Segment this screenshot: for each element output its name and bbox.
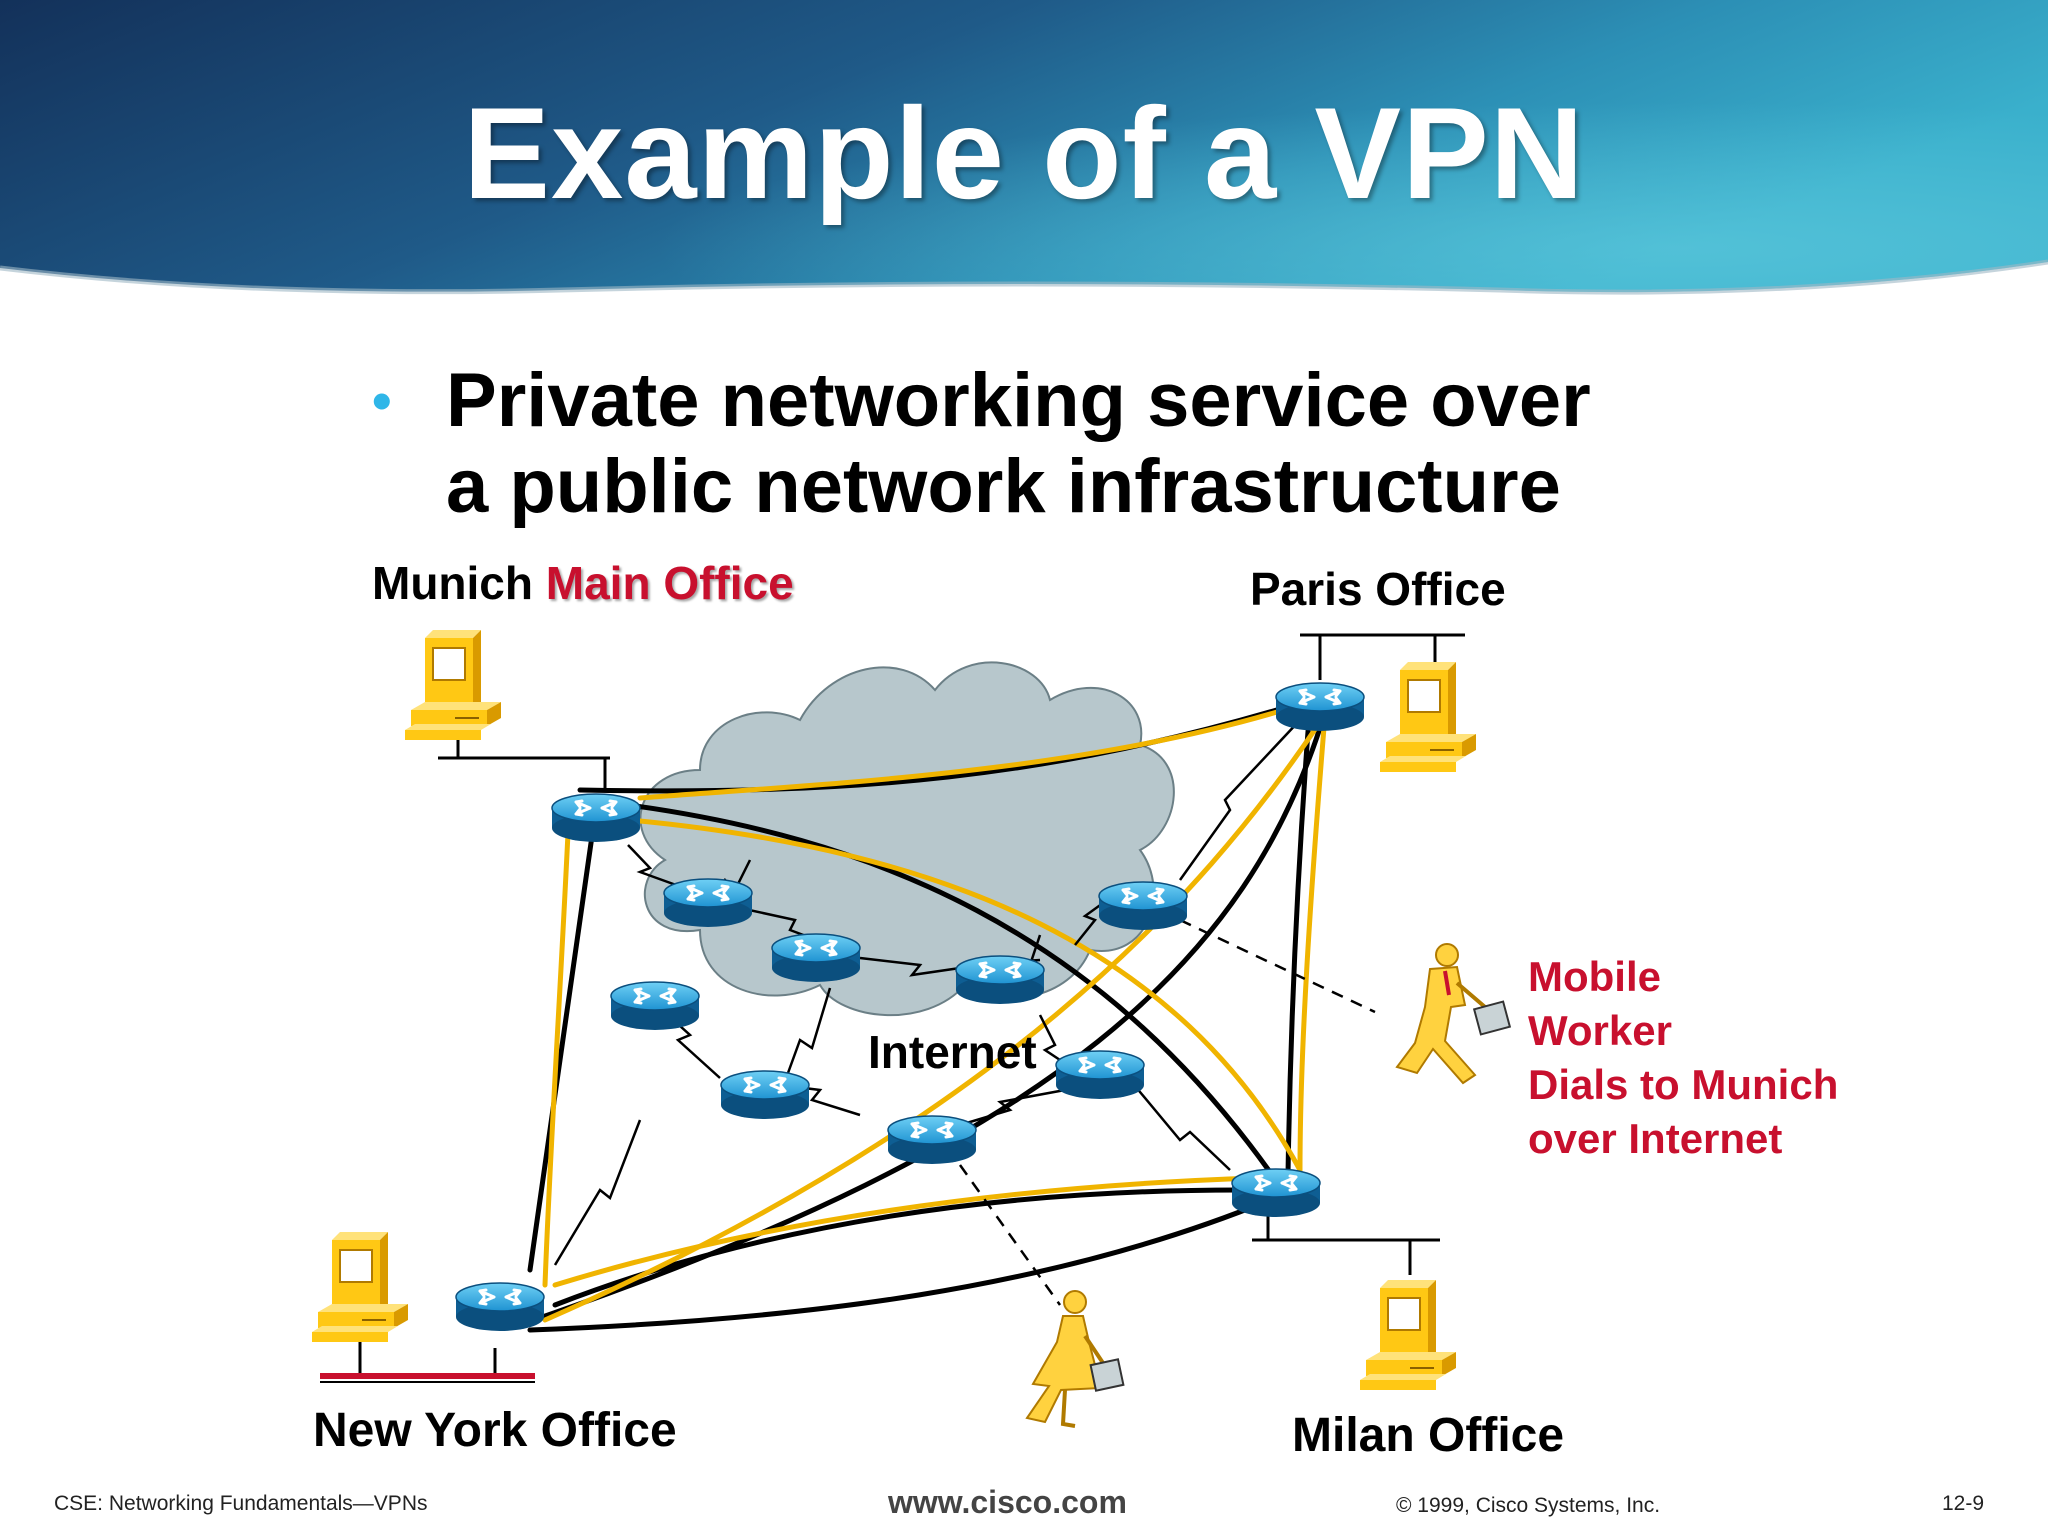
router-internet-2 bbox=[609, 980, 701, 1032]
label-paris: Paris Office bbox=[1250, 563, 1506, 615]
router-internet-7 bbox=[719, 1069, 811, 1121]
router-munich bbox=[550, 792, 642, 844]
footer-center: www.cisco.com bbox=[888, 1484, 1127, 1520]
label-munich-main-office: Main Office bbox=[545, 557, 794, 609]
internet-cloud bbox=[639, 661, 1175, 1016]
router-new-york bbox=[454, 1281, 546, 1333]
mobile-worker-line-1: Mobile bbox=[1528, 953, 1661, 1000]
router-internet-3 bbox=[770, 932, 862, 984]
footer-copyright: © 1999, Cisco Systems, Inc. bbox=[1396, 1494, 1661, 1517]
bullet-dot-icon: • bbox=[372, 369, 392, 432]
label-munich: Munich Main Office bbox=[372, 556, 794, 610]
pc-new-york bbox=[311, 1231, 409, 1343]
router-internet-6 bbox=[1054, 1049, 1146, 1101]
router-internet-5 bbox=[1097, 880, 1189, 932]
mobile-worker-man-icon bbox=[1395, 943, 1512, 1085]
mobile-worker-line-4: over Internet bbox=[1528, 1115, 1783, 1162]
pc-milan bbox=[1359, 1279, 1457, 1391]
label-milan: Milan Office bbox=[1292, 1409, 1565, 1462]
pc-paris bbox=[1379, 661, 1477, 773]
router-internet-8 bbox=[886, 1114, 978, 1166]
bullet-line-1: Private networking service over bbox=[446, 358, 1591, 443]
mobile-worker-line-2: Worker bbox=[1528, 1007, 1672, 1054]
mobile-worker-line-3: Dials to Munich bbox=[1528, 1061, 1839, 1108]
label-munich-prefix: Munich bbox=[372, 557, 546, 609]
footer-page-number: 12-9 bbox=[1942, 1492, 1985, 1515]
footer-left: CSE: Networking Fundamentals—VPNs bbox=[54, 1492, 428, 1515]
router-internet-4 bbox=[954, 954, 1046, 1006]
mobile-worker-woman-icon bbox=[1025, 1290, 1125, 1428]
router-internet-1 bbox=[662, 877, 754, 929]
dialup-links bbox=[958, 918, 1376, 1306]
router-milan bbox=[1230, 1167, 1322, 1219]
label-new-york: New York Office bbox=[313, 1404, 677, 1457]
vpn-tunnels bbox=[542, 702, 1328, 1323]
pc-munich bbox=[404, 629, 502, 741]
router-paris bbox=[1274, 681, 1366, 733]
bullet-text: Private networking service over a public… bbox=[446, 358, 1746, 530]
label-mobile-worker: Mobile Worker Dials to Munich over Inter… bbox=[1528, 950, 1838, 1166]
internet-label: Internet bbox=[868, 1026, 1037, 1078]
slide-title: Example of a VPN bbox=[463, 80, 1585, 226]
bullet-line-2: a public network infrastructure bbox=[446, 444, 1561, 529]
